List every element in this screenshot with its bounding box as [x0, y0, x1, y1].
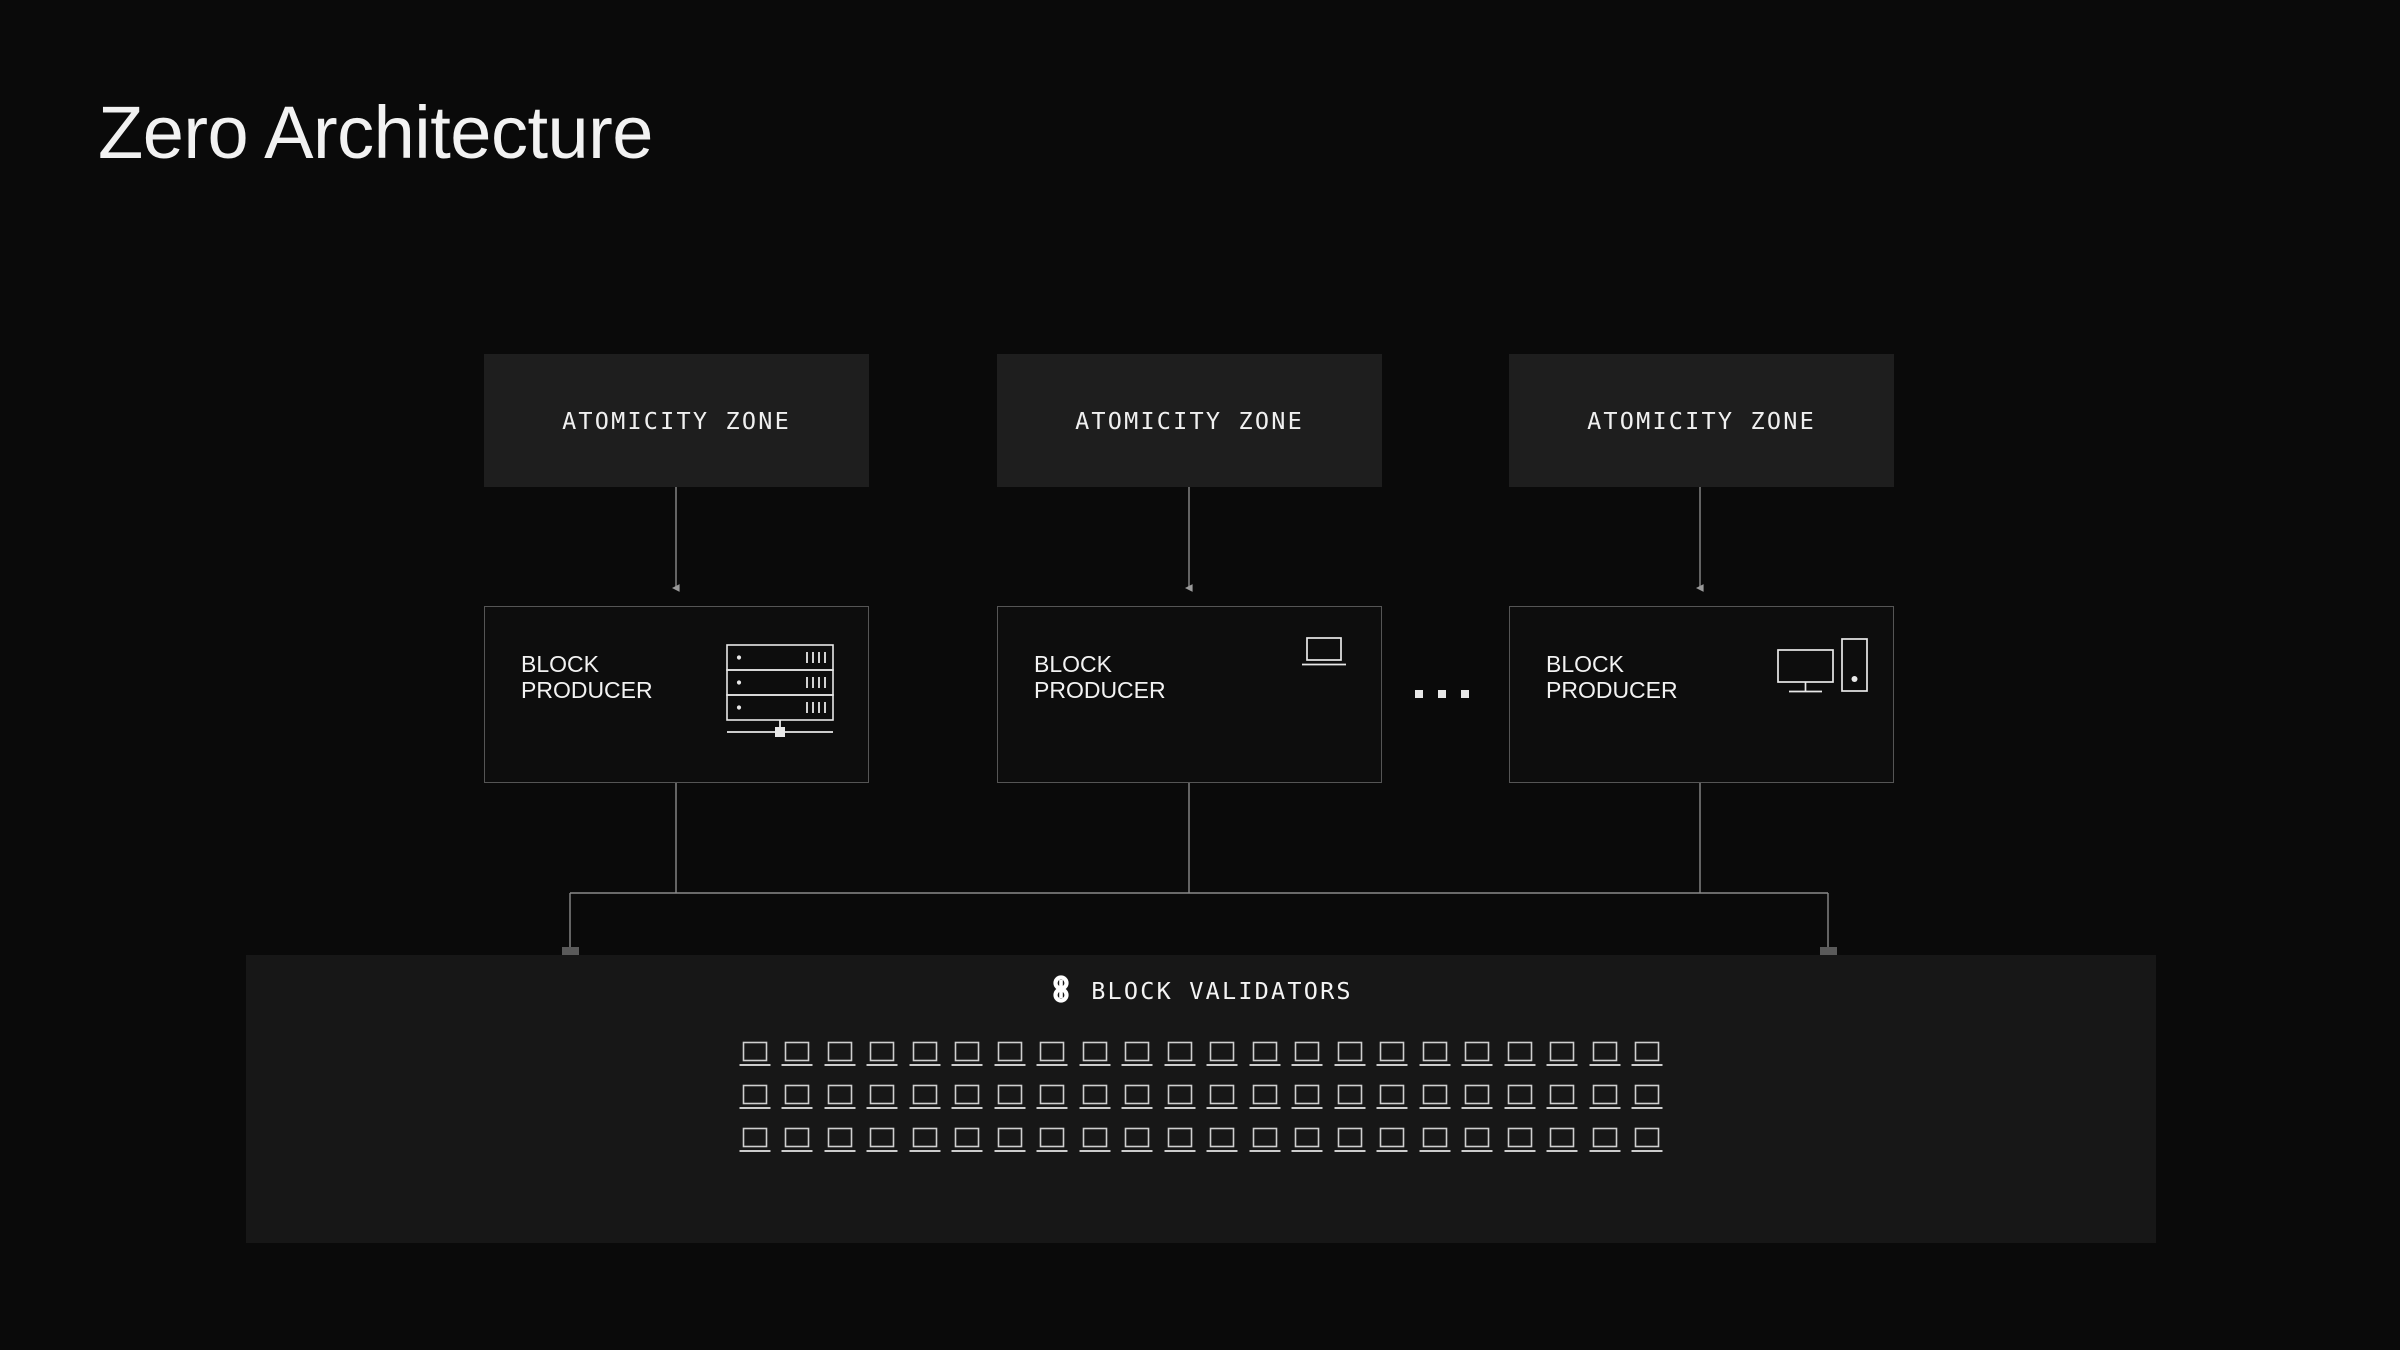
- validator-node-laptop-icon[interactable]: [1079, 1126, 1111, 1156]
- validator-node-laptop-icon[interactable]: [1631, 1083, 1663, 1113]
- validator-node-laptop-icon[interactable]: [1504, 1083, 1536, 1113]
- validator-node-laptop-icon[interactable]: [1206, 1040, 1238, 1070]
- validator-node-laptop-icon[interactable]: [1589, 1126, 1621, 1156]
- validator-node-laptop-icon[interactable]: [824, 1040, 856, 1070]
- validator-node-laptop-icon[interactable]: [781, 1040, 813, 1070]
- laptop-icon: [1301, 635, 1347, 674]
- validator-node-laptop-icon[interactable]: [1419, 1040, 1451, 1070]
- atomicity-zone-label: ATOMICITY ZONE: [1587, 406, 1816, 435]
- validator-node-laptop-icon[interactable]: [1334, 1126, 1366, 1156]
- validator-node-laptop-icon[interactable]: [1589, 1083, 1621, 1113]
- validator-node-laptop-icon[interactable]: [994, 1040, 1026, 1070]
- validator-node-laptop-icon[interactable]: [1206, 1083, 1238, 1113]
- validator-node-laptop-icon[interactable]: [781, 1126, 813, 1156]
- validator-node-laptop-icon[interactable]: [1121, 1126, 1153, 1156]
- validator-node-laptop-icon[interactable]: [1249, 1126, 1281, 1156]
- validator-node-laptop-icon[interactable]: [1164, 1040, 1196, 1070]
- validator-node-laptop-icon[interactable]: [1589, 1040, 1621, 1070]
- validator-node-laptop-icon[interactable]: [951, 1126, 983, 1156]
- block-producer-box-3[interactable]: BLOCK PRODUCER: [1509, 606, 1894, 783]
- validator-node-laptop-icon[interactable]: [1546, 1126, 1578, 1156]
- validator-row: [739, 1083, 1664, 1113]
- validator-node-laptop-icon[interactable]: [1164, 1126, 1196, 1156]
- validator-node-laptop-icon[interactable]: [1504, 1126, 1536, 1156]
- validator-node-laptop-icon[interactable]: [739, 1040, 771, 1070]
- block-validators-header: BLOCK VALIDATORS: [246, 955, 2156, 1027]
- desktop-computer-icon: [1777, 637, 1869, 706]
- ellipsis-indicator: [1415, 690, 1469, 698]
- validator-node-laptop-icon[interactable]: [1461, 1040, 1493, 1070]
- validator-node-laptop-icon[interactable]: [1249, 1083, 1281, 1113]
- atomicity-zone-box-2[interactable]: ATOMICITY ZONE: [997, 354, 1382, 487]
- validator-node-laptop-icon[interactable]: [1546, 1040, 1578, 1070]
- validator-node-laptop-icon[interactable]: [1419, 1083, 1451, 1113]
- validator-node-laptop-icon[interactable]: [1419, 1126, 1451, 1156]
- block-producer-label: BLOCK PRODUCER: [1546, 651, 1678, 703]
- validator-node-laptop-icon[interactable]: [1079, 1083, 1111, 1113]
- validator-node-laptop-icon[interactable]: [1334, 1040, 1366, 1070]
- atomicity-zone-label: ATOMICITY ZONE: [562, 406, 791, 435]
- validator-node-laptop-icon[interactable]: [739, 1083, 771, 1113]
- ellipsis-dot: [1438, 690, 1446, 698]
- block-producer-box-2[interactable]: BLOCK PRODUCER: [997, 606, 1382, 783]
- block-validators-panel[interactable]: BLOCK VALIDATORS: [246, 955, 2156, 1243]
- zero-logo-icon: [1049, 974, 1073, 1009]
- block-producer-label: BLOCK PRODUCER: [521, 651, 653, 703]
- validator-node-grid: [246, 1040, 2156, 1156]
- validator-node-laptop-icon[interactable]: [1376, 1126, 1408, 1156]
- validator-node-laptop-icon[interactable]: [951, 1083, 983, 1113]
- validator-node-laptop-icon[interactable]: [866, 1126, 898, 1156]
- validator-row: [739, 1040, 1664, 1070]
- validator-node-laptop-icon[interactable]: [866, 1040, 898, 1070]
- validator-node-laptop-icon[interactable]: [994, 1126, 1026, 1156]
- validator-node-laptop-icon[interactable]: [1376, 1083, 1408, 1113]
- validator-node-laptop-icon[interactable]: [824, 1083, 856, 1113]
- validator-node-laptop-icon[interactable]: [1334, 1083, 1366, 1113]
- ellipsis-dot: [1461, 690, 1469, 698]
- validator-node-laptop-icon[interactable]: [1631, 1126, 1663, 1156]
- validator-node-laptop-icon[interactable]: [1291, 1040, 1323, 1070]
- validator-node-laptop-icon[interactable]: [781, 1083, 813, 1113]
- validator-node-laptop-icon[interactable]: [824, 1126, 856, 1156]
- block-validators-title: BLOCK VALIDATORS: [1091, 977, 1353, 1005]
- validator-node-laptop-icon[interactable]: [909, 1126, 941, 1156]
- validator-node-laptop-icon[interactable]: [866, 1083, 898, 1113]
- validator-node-laptop-icon[interactable]: [1631, 1040, 1663, 1070]
- validator-node-laptop-icon[interactable]: [1291, 1126, 1323, 1156]
- ellipsis-dot: [1415, 690, 1423, 698]
- validator-node-laptop-icon[interactable]: [1036, 1126, 1068, 1156]
- validator-node-laptop-icon[interactable]: [1036, 1040, 1068, 1070]
- atomicity-zone-label: ATOMICITY ZONE: [1075, 406, 1304, 435]
- validator-node-laptop-icon[interactable]: [909, 1083, 941, 1113]
- validator-node-laptop-icon[interactable]: [1206, 1126, 1238, 1156]
- validator-node-laptop-icon[interactable]: [1376, 1040, 1408, 1070]
- validator-node-laptop-icon[interactable]: [1249, 1040, 1281, 1070]
- validator-node-laptop-icon[interactable]: [1036, 1083, 1068, 1113]
- validator-node-laptop-icon[interactable]: [1291, 1083, 1323, 1113]
- validator-node-laptop-icon[interactable]: [951, 1040, 983, 1070]
- validator-node-laptop-icon[interactable]: [1079, 1040, 1111, 1070]
- atomicity-zone-box-1[interactable]: ATOMICITY ZONE: [484, 354, 869, 487]
- block-producer-label: BLOCK PRODUCER: [1034, 651, 1166, 703]
- server-rack-icon: [720, 641, 840, 746]
- validator-node-laptop-icon[interactable]: [994, 1083, 1026, 1113]
- block-producer-box-1[interactable]: BLOCK PRODUCER: [484, 606, 869, 783]
- page-title: Zero Architecture: [98, 91, 653, 174]
- atomicity-zone-box-3[interactable]: ATOMICITY ZONE: [1509, 354, 1894, 487]
- validator-row: [739, 1126, 1664, 1156]
- validator-node-laptop-icon[interactable]: [1121, 1083, 1153, 1113]
- validator-node-laptop-icon[interactable]: [1121, 1040, 1153, 1070]
- validator-node-laptop-icon[interactable]: [909, 1040, 941, 1070]
- validator-node-laptop-icon[interactable]: [1546, 1083, 1578, 1113]
- validator-node-laptop-icon[interactable]: [1461, 1083, 1493, 1113]
- validator-node-laptop-icon[interactable]: [1504, 1040, 1536, 1070]
- validator-node-laptop-icon[interactable]: [1461, 1126, 1493, 1156]
- validator-node-laptop-icon[interactable]: [1164, 1083, 1196, 1113]
- validator-node-laptop-icon[interactable]: [739, 1126, 771, 1156]
